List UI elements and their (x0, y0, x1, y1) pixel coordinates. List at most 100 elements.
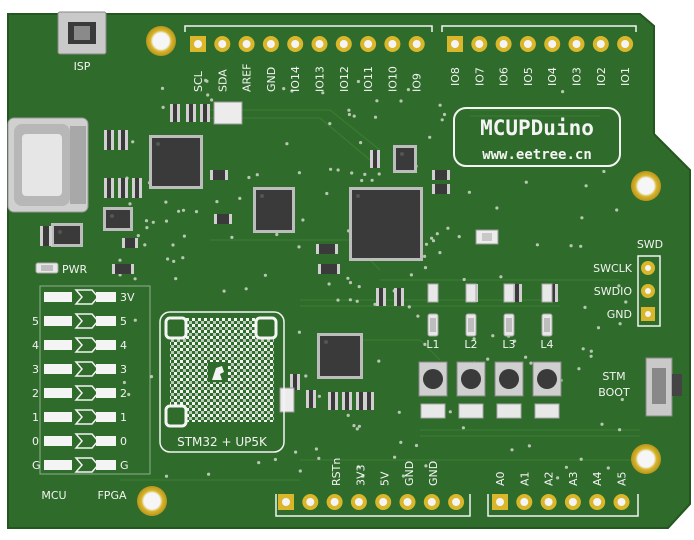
header-pin (589, 494, 606, 510)
user-led (465, 313, 477, 337)
mounting-hole (631, 444, 661, 474)
usb-c-connector (7, 117, 89, 213)
passive-component (40, 226, 52, 246)
board-title: MCUPDuino (480, 116, 594, 140)
passive-component (122, 238, 138, 248)
header-pin (495, 36, 512, 52)
header-label: SDA (216, 69, 229, 92)
header-pin (214, 36, 231, 52)
header-pin (399, 494, 416, 510)
header-label: IO13 (314, 66, 327, 92)
user-button[interactable] (456, 361, 486, 397)
flash-chip (253, 187, 295, 233)
boot-label-1: STM (602, 370, 625, 383)
led-label: L3 (502, 338, 515, 351)
status-led (475, 229, 499, 245)
header-label: A3 (567, 471, 580, 486)
jumper-row: 3 (44, 361, 127, 377)
isp-button[interactable] (57, 11, 107, 55)
swd-pin (641, 261, 655, 275)
header-label: IO10 (386, 66, 399, 92)
swd-title: SWD (637, 238, 663, 251)
header-label: IO9 (411, 73, 424, 92)
user-button[interactable] (418, 361, 448, 397)
header-pin (519, 36, 536, 52)
header-pin (613, 494, 630, 510)
header-pin (311, 36, 328, 52)
header-label: A5 (616, 471, 629, 486)
passive-component (118, 130, 128, 150)
header-pin (408, 36, 425, 52)
header-pin (287, 36, 304, 52)
header-label: GND (403, 461, 416, 486)
header-pin (190, 36, 206, 52)
qr-code (159, 311, 285, 453)
header-pin (592, 36, 609, 52)
jumper-left-label: 4 (32, 339, 39, 352)
led-label: L4 (540, 338, 553, 351)
header-pin (350, 494, 367, 510)
passive-component (200, 104, 210, 122)
user-button[interactable] (532, 361, 562, 397)
header-label: IO7 (473, 67, 486, 86)
passive-component (394, 288, 404, 306)
mounting-hole (146, 26, 176, 56)
mcu-chip (317, 333, 363, 379)
jumper-row: 1 (44, 409, 127, 425)
passive-component (432, 184, 450, 194)
via-field (118, 78, 628, 480)
pwr-led (35, 262, 59, 274)
user-button[interactable] (494, 361, 524, 397)
passive-component (104, 130, 114, 150)
header-pin (448, 494, 465, 510)
jumper-row: 4 (44, 337, 127, 353)
header-pin (516, 494, 533, 510)
mounting-hole (137, 486, 167, 516)
passive-component (132, 178, 142, 198)
user-led (427, 313, 439, 337)
jumper-right-label: 5 (120, 315, 127, 328)
header-label: A2 (543, 471, 556, 486)
header-label: A1 (518, 471, 531, 486)
passive-component (356, 392, 366, 410)
jumper-row: G (44, 457, 129, 473)
passive-component (318, 264, 340, 274)
pwr-label: PWR (62, 263, 88, 276)
header-pin (278, 494, 294, 510)
header-label: A4 (591, 471, 604, 486)
swd-pin (641, 307, 655, 321)
board-url: www.eetree.cn (482, 147, 592, 163)
header-pin (564, 494, 581, 510)
header-pin (335, 36, 352, 52)
header-label: IO3 (571, 67, 584, 86)
passive-component (342, 392, 352, 410)
header-pin (540, 494, 557, 510)
header-pin (544, 36, 561, 52)
header-outline (184, 25, 639, 517)
fpga-chip (349, 187, 423, 261)
jumper-row: 2 (44, 385, 127, 401)
header-label: IO5 (522, 67, 535, 86)
header-pin (568, 36, 585, 52)
jumper-right-label: 0 (120, 435, 127, 448)
swd-label: SWDIO (594, 285, 633, 298)
header-pin (360, 36, 377, 52)
header-pin (262, 36, 279, 52)
jumper-right-label: 4 (120, 339, 127, 352)
boot-switch[interactable] (645, 357, 682, 417)
jumper-row: 0 (44, 433, 127, 449)
header-label: GND (265, 67, 278, 92)
led-label: L2 (464, 338, 477, 351)
header-label: IO12 (338, 66, 351, 92)
header-label: 3V3 (354, 464, 367, 486)
passive-component (186, 104, 196, 122)
header-pin (617, 36, 634, 52)
mounting-hole (631, 171, 661, 201)
regulator-chip (51, 223, 83, 247)
header-pin (326, 494, 343, 510)
mosfet-chip (393, 145, 417, 173)
